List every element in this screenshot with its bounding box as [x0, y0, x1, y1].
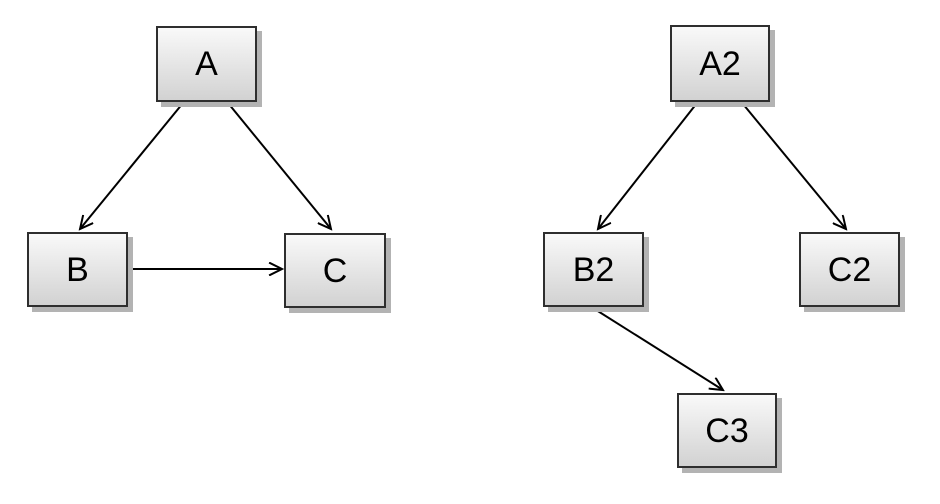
node-C: C: [284, 233, 386, 308]
node-label: B: [66, 250, 89, 289]
node-A2: A2: [670, 25, 770, 102]
node-C3: C3: [677, 393, 777, 468]
node-A: A: [156, 26, 257, 102]
edge-A2-C2: [742, 103, 846, 229]
node-label: C2: [827, 250, 872, 289]
node-label: C3: [705, 411, 749, 450]
edge-B2-C3: [592, 307, 723, 390]
node-label: B2: [572, 250, 615, 289]
node-B2: B2: [543, 232, 644, 307]
edge-A2-B2: [598, 102, 698, 229]
node-label: A2: [699, 44, 741, 83]
node-B: B: [27, 232, 128, 307]
edge-lines: [80, 102, 846, 390]
edge-A-C: [227, 102, 331, 229]
node-label: A: [195, 45, 218, 83]
node-C2: C2: [799, 232, 900, 307]
edge-A-B: [80, 102, 184, 229]
node-label: C: [322, 251, 348, 290]
